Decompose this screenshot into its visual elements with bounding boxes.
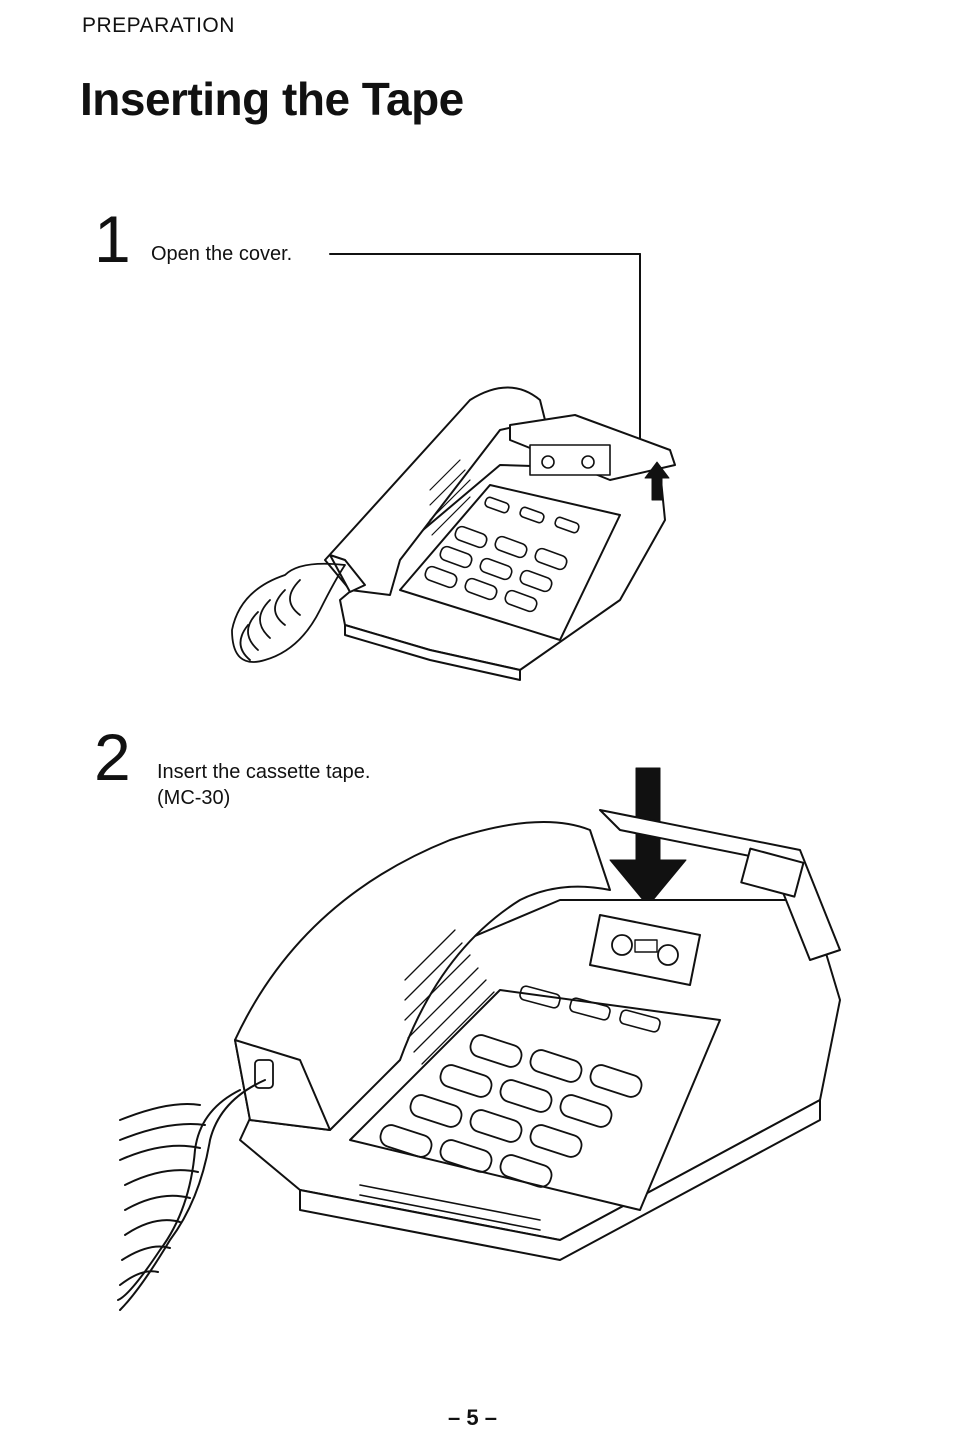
step-1-number: 1: [94, 202, 131, 276]
phone-illustration-insert-tape: [117, 809, 841, 1311]
step-1-instruction: Open the cover.: [151, 243, 293, 265]
section-label: PREPARATION: [82, 14, 235, 37]
step-2-model-note: (MC-30): [157, 787, 231, 809]
page-title: Inserting the Tape: [80, 73, 464, 125]
cassette-tape: [589, 914, 701, 986]
step-1-leader-line: [329, 253, 641, 471]
step-2-number: 2: [94, 720, 131, 794]
phone-illustration-open-cover: [231, 386, 676, 681]
page-number: – 5 –: [448, 1405, 497, 1430]
step-2-instruction: Insert the cassette tape.: [157, 761, 371, 783]
down-arrow-icon: [609, 767, 687, 907]
